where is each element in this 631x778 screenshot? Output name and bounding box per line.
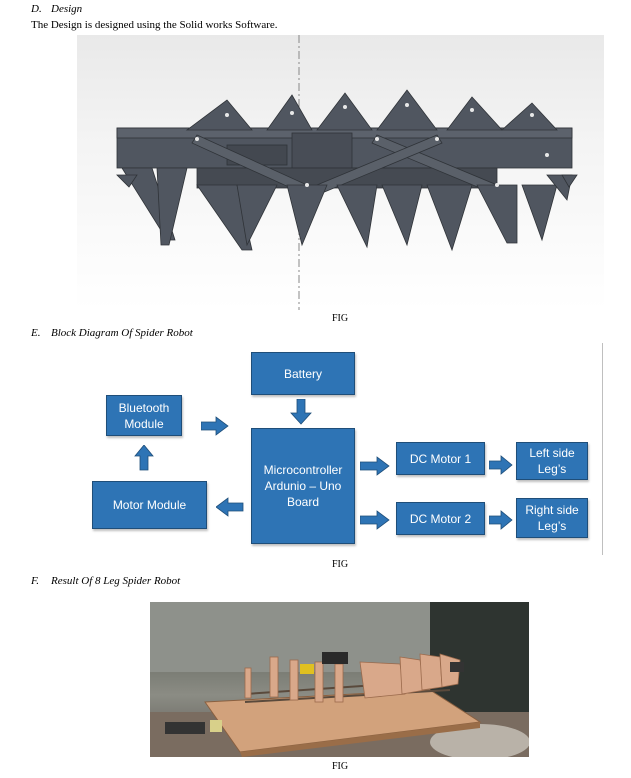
block-diagram: Battery Bluetooth Module Microcontroller… (80, 345, 605, 555)
dc-motor-1-block: DC Motor 1 (396, 442, 485, 475)
arrow-mcu-to-dc-motor-1 (360, 456, 390, 476)
right-legs-block: Right side Leg’s (516, 498, 588, 538)
section-d-heading: D. Design (31, 3, 82, 15)
arrow-bluetooth-to-mcu (201, 416, 229, 436)
bluetooth-module-block: Bluetooth Module (106, 395, 182, 436)
section-e-number: E. (31, 327, 41, 339)
spider-robot-cad-image (116, 35, 578, 310)
section-d-title: Design (51, 3, 83, 15)
arrow-motor-module-to-bluetooth (134, 445, 154, 471)
robot-photo (150, 602, 529, 757)
design-paragraph: The Design is designed using the Solid w… (31, 19, 278, 31)
dc-motor-2-block: DC Motor 2 (396, 502, 485, 535)
section-f-number: F. (31, 575, 40, 587)
arrow-mcu-to-dc-motor-2 (360, 510, 390, 530)
figure-2-caption: FIG (331, 559, 349, 570)
figure-3-caption: FIG (331, 761, 349, 772)
figure-border-line (602, 343, 603, 555)
arrow-dc-motor-2-to-right-legs (489, 510, 513, 530)
arrow-dc-motor-1-to-left-legs (489, 455, 513, 475)
arrow-mcu-to-motor-module (216, 497, 244, 517)
left-legs-block: Left side Leg’s (516, 442, 588, 480)
section-e-heading: E. Block Diagram Of Spider Robot (31, 327, 193, 339)
arrow-battery-to-mcu (290, 399, 312, 425)
section-e-title: Block Diagram Of Spider Robot (51, 327, 193, 339)
section-d-number: D. (31, 3, 42, 15)
section-f-heading: F. Result Of 8 Leg Spider Robot (31, 575, 180, 587)
battery-block: Battery (251, 352, 355, 395)
cad-render-figure (77, 35, 604, 310)
section-f-title: Result Of 8 Leg Spider Robot (51, 575, 181, 587)
figure-1-caption: FIG (331, 313, 349, 324)
spider-robot-photo-image (150, 602, 529, 757)
motor-module-block: Motor Module (92, 481, 207, 529)
microcontroller-block: Microcontroller Ardunio – Uno Board (251, 428, 355, 544)
